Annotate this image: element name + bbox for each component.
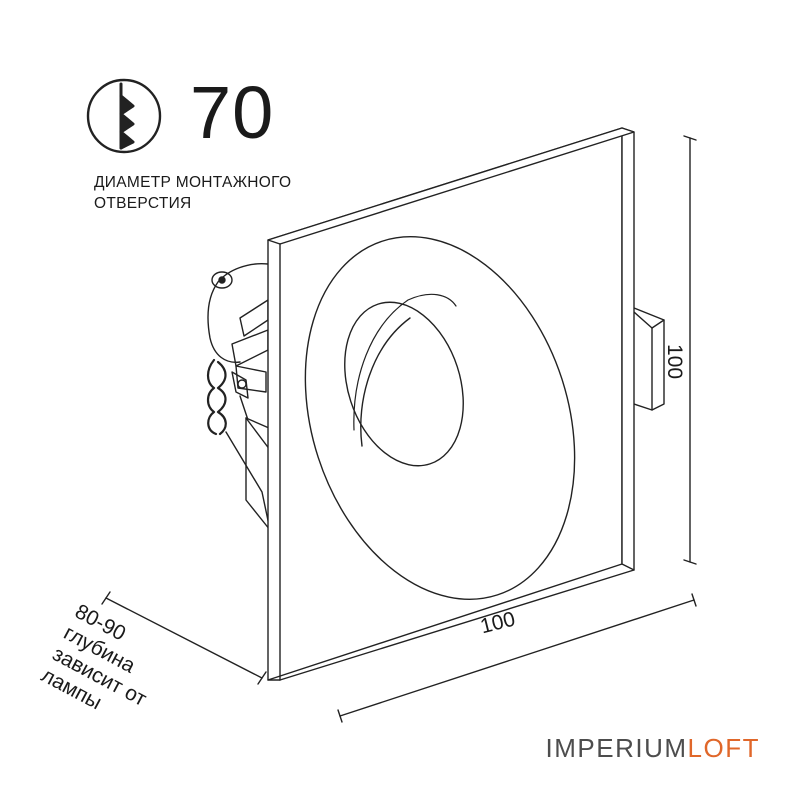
depth-dimension-line	[101, 591, 267, 685]
cutout-caption-line1: ДИАМЕТР МОНТАЖНОГО	[94, 174, 292, 191]
cutout-caption: ДИАМЕТР МОНТАЖНОГО ОТВЕРСТИЯ	[94, 172, 354, 214]
lamp-recess	[304, 236, 576, 600]
spring-clip-right	[633, 307, 665, 411]
height-dimension-line	[683, 135, 697, 565]
height-dimension-label: 100	[663, 344, 686, 380]
mounting-plate	[267, 127, 635, 681]
brand-logo: IMPERIUMLOFT	[546, 733, 760, 764]
brand-part1: IMPERIUM	[545, 733, 688, 763]
width-dimension-line	[337, 593, 697, 723]
drill-bit-icon	[86, 78, 162, 154]
cutout-caption-line2: ОТВЕРСТИЯ	[94, 195, 192, 212]
cutout-diameter-value: 70	[190, 71, 275, 154]
brand-part2: LOFT	[687, 733, 760, 763]
